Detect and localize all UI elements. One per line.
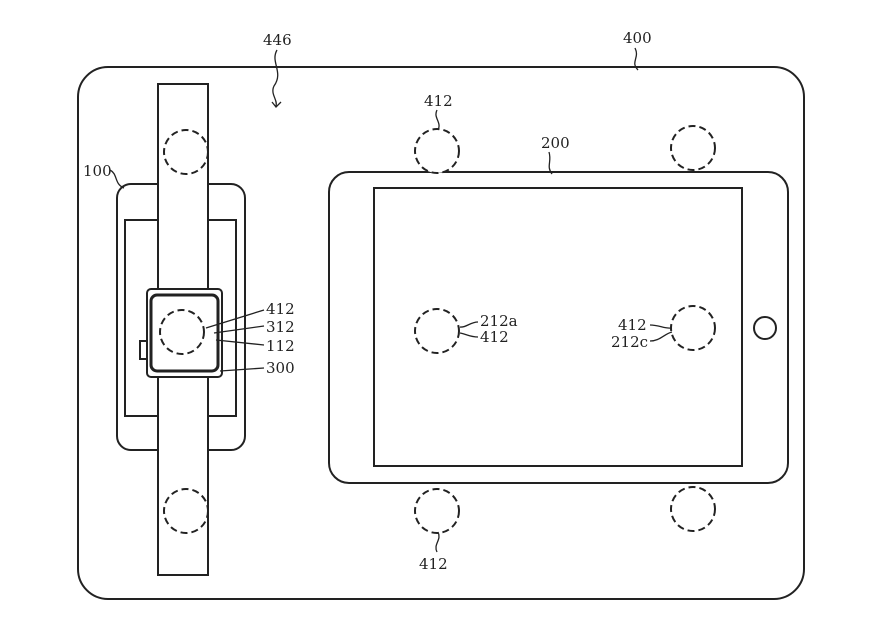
coil-band-bottom: [163, 488, 209, 534]
coil-bottom-left: [414, 488, 460, 534]
coil-watch: [159, 309, 205, 355]
home-button: [753, 316, 777, 340]
label-tablet: 200: [541, 134, 570, 152]
label-tablet-412-right: 412: [618, 316, 647, 334]
label-watch-coil: 412: [266, 300, 295, 318]
label-watch: 300: [266, 359, 295, 377]
coil-bottom-right: [670, 486, 716, 532]
label-watch-312: 312: [266, 318, 295, 336]
label-top-coil: 412: [424, 92, 453, 110]
coil-tablet-right: [670, 305, 716, 351]
label-charger: 400: [623, 29, 652, 47]
tablet-device: [328, 171, 789, 484]
coil-top-right: [670, 125, 716, 171]
watch-band: [157, 83, 209, 576]
charging-mat: [77, 66, 805, 600]
coil-band-top: [163, 129, 209, 175]
label-tablet-412-left: 412: [480, 328, 509, 346]
label-tablet-212a: 212a: [480, 312, 518, 330]
label-bottom-coil: 412: [419, 555, 448, 573]
label-surface: 446: [263, 31, 292, 49]
label-watch-112: 112: [266, 337, 295, 355]
coil-tablet-left: [414, 308, 460, 354]
coil-top-left: [414, 128, 460, 174]
label-tablet-212c: 212c: [611, 333, 648, 351]
leader-lines: [109, 47, 673, 553]
label-phone: 100: [83, 162, 112, 180]
